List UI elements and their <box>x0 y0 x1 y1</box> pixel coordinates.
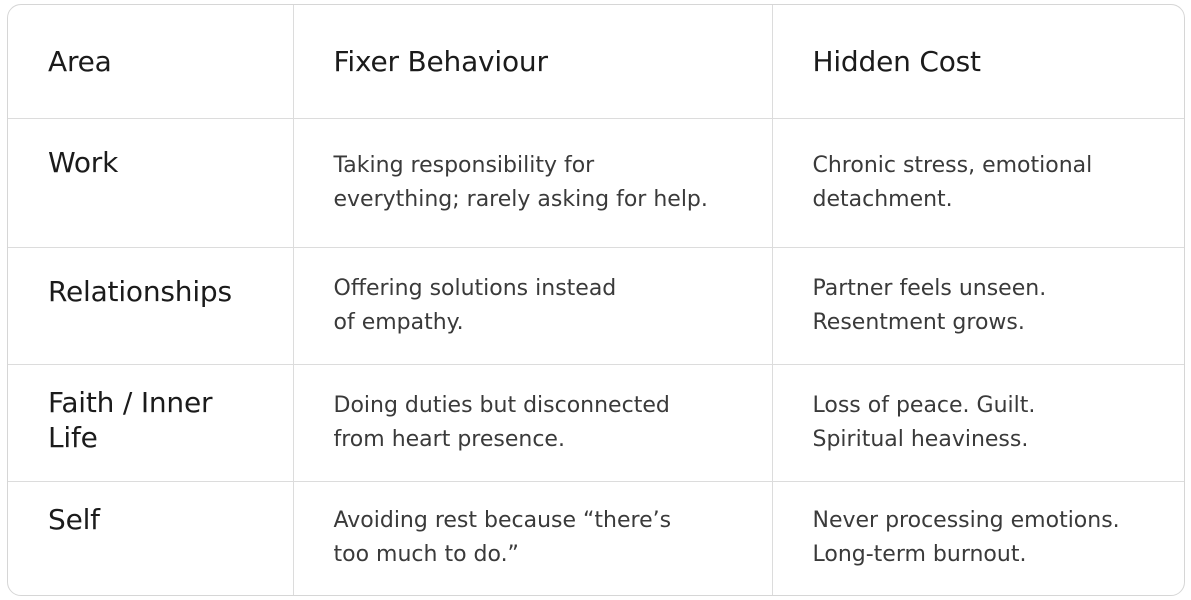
area-cell: Self <box>8 481 294 595</box>
fixer-text-line: Doing duties but disconnected <box>333 392 670 418</box>
table-row: Faith / Inner Life Doing duties but disc… <box>8 364 1184 482</box>
comparison-table: Area Fixer Behaviour Hidden Cost Work Ta… <box>7 4 1185 596</box>
fixer-text-line: Offering solutions instead <box>333 275 617 301</box>
cost-text-line: detachment. <box>812 186 953 212</box>
cost-text-line: Partner feels unseen. <box>812 275 1047 301</box>
table-row: Self Avoiding rest because “there’s too … <box>8 481 1184 595</box>
fixer-behaviour-cell: Doing duties but disconnected from heart… <box>293 364 773 482</box>
fixer-text-line: Taking responsibility for <box>333 152 595 178</box>
hidden-cost-cell: Partner feels unseen. Resentment grows. <box>772 247 1184 365</box>
hidden-cost-cell: Loss of peace. Guilt. Spiritual heavines… <box>772 364 1184 482</box>
table-row: Relationships Offering solutions instead… <box>8 247 1184 365</box>
fixer-behaviour-cell: Avoiding rest because “there’s too much … <box>293 481 773 595</box>
cost-text-line: Resentment grows. <box>812 309 1025 335</box>
fixer-text-line: everything; rarely asking for help. <box>333 186 708 212</box>
cost-text-line: Spiritual heaviness. <box>812 426 1029 452</box>
area-label: Life <box>48 420 98 454</box>
fixer-text-line: too much to do.” <box>333 542 519 568</box>
cost-text-line: Chronic stress, emotional <box>812 152 1093 178</box>
fixer-text-line: of empathy. <box>333 309 464 335</box>
fixer-text-line: Avoiding rest because “there’s <box>333 508 672 534</box>
table-header-row: Area Fixer Behaviour Hidden Cost <box>8 5 1184 119</box>
fixer-cost-table: Area Fixer Behaviour Hidden Cost Work Ta… <box>8 5 1184 595</box>
area-label: Self <box>48 502 100 536</box>
header-hidden-cost: Hidden Cost <box>772 5 1184 119</box>
cost-text-line: Long-term burnout. <box>812 542 1027 568</box>
cost-text-line: Never processing emotions. <box>812 508 1120 534</box>
hidden-cost-cell: Never processing emotions. Long-term bur… <box>772 481 1184 595</box>
table-row: Work Taking responsibility for everythin… <box>8 118 1184 248</box>
cost-text-line: Loss of peace. Guilt. <box>812 392 1036 418</box>
area-label: Faith / Inner <box>48 385 213 419</box>
area-cell: Faith / Inner Life <box>8 364 294 482</box>
fixer-text-line: from heart presence. <box>333 426 565 452</box>
header-fixer-behaviour: Fixer Behaviour <box>293 5 773 119</box>
fixer-behaviour-cell: Taking responsibility for everything; ra… <box>293 118 773 248</box>
area-cell: Work <box>8 118 294 248</box>
header-area: Area <box>8 5 294 119</box>
area-cell: Relationships <box>8 247 294 365</box>
area-label: Work <box>48 145 119 179</box>
fixer-behaviour-cell: Offering solutions instead of empathy. <box>293 247 773 365</box>
hidden-cost-cell: Chronic stress, emotional detachment. <box>772 118 1184 248</box>
area-label: Relationships <box>48 274 232 308</box>
